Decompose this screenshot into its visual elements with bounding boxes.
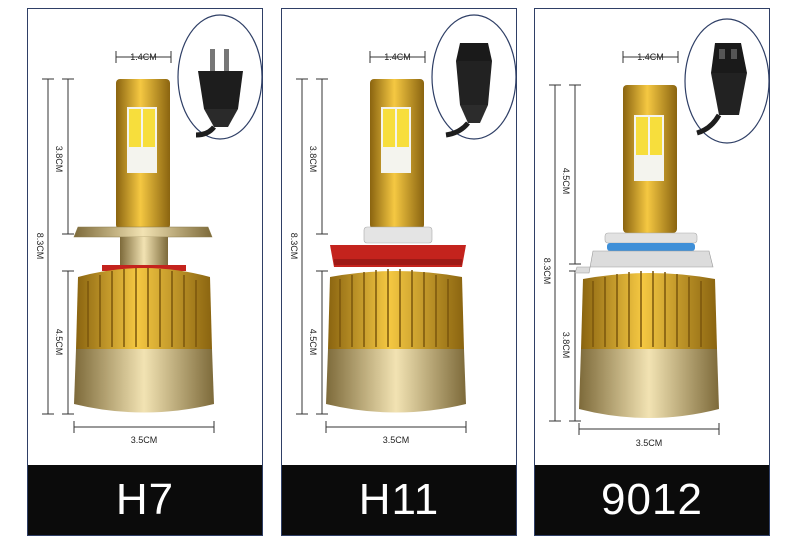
h7-plug-icon — [177, 14, 262, 140]
dim-base-height: 4.5CM — [308, 329, 318, 356]
dim-head-height: 3.8CM — [308, 146, 318, 173]
dim-total-height: 8.3CM — [35, 233, 45, 260]
model-label: H11 — [358, 475, 440, 524]
dim-top-width: 1.4CM — [384, 52, 411, 62]
led-head — [116, 79, 170, 229]
bulb-base — [326, 349, 466, 413]
product-panel-9012: 1.4CM 4.5CM 8.3CM 3.8CM 3.5CM — [534, 8, 770, 536]
dim-head-height: 3.8CM — [54, 146, 64, 173]
bulb-diagram-h11: 1.4CM 3.8CM 8.3CM 4.5CM 3.5CM — [289, 14, 516, 445]
dim-base-width: 3.5CM — [131, 435, 158, 445]
dim-total-height: 8.3CM — [289, 233, 299, 260]
9012-plug-icon — [684, 18, 769, 144]
dim-top-width: 1.4CM — [637, 52, 664, 62]
dim-base-height: 4.5CM — [54, 329, 64, 356]
product-panel-h7: 1.4CM 3.8CM 8.3CM 4.5CM 3.5CM — [27, 8, 263, 536]
bulb-base — [579, 349, 719, 418]
dim-base-height: 3.8CM — [561, 332, 571, 359]
bulb-diagram-9012: 1.4CM 4.5CM 8.3CM 3.8CM 3.5CM — [542, 18, 769, 448]
product-panel-h11: 1.4CM 3.8CM 8.3CM 4.5CM 3.5CM — [281, 8, 517, 536]
bulb-diagram-h7: 1.4CM 3.8CM 8.3CM 4.5CM 3.5CM — [35, 14, 262, 445]
dim-base-width: 3.5CM — [383, 435, 410, 445]
bulb-base — [74, 349, 214, 413]
dim-base-width: 3.5CM — [636, 438, 663, 448]
heatsink-fins — [76, 268, 212, 349]
model-label-bar: 9012 — [535, 465, 769, 535]
led-head — [623, 85, 677, 233]
dim-head-height: 4.5CM — [561, 168, 571, 195]
dim-total-height: 8.3CM — [542, 258, 552, 285]
h11-plug-icon — [431, 14, 516, 140]
heatsink-fins — [328, 269, 464, 349]
model-label-bar: H7 — [28, 465, 262, 535]
model-label: H7 — [115, 475, 175, 524]
model-label: 9012 — [601, 475, 703, 524]
led-head — [370, 79, 424, 229]
heatsink-fins — [581, 271, 717, 349]
model-label-bar: H11 — [282, 465, 516, 535]
dim-top-width: 1.4CM — [130, 52, 157, 62]
